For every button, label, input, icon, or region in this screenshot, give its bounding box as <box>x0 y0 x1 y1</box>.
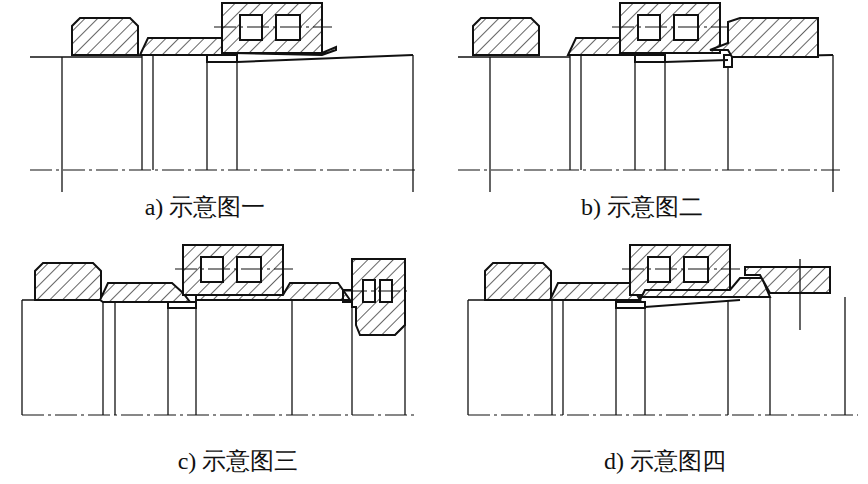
caption-d: d) 示意图四 <box>604 448 726 474</box>
caption-b: b) 示意图二 <box>581 194 703 220</box>
caption-a: a) 示意图一 <box>145 194 266 220</box>
panel-a <box>30 3 418 192</box>
panel-b <box>458 3 840 192</box>
panel-c <box>22 245 418 415</box>
caption-c: c) 示意图三 <box>178 448 299 474</box>
panel-d <box>468 245 858 415</box>
